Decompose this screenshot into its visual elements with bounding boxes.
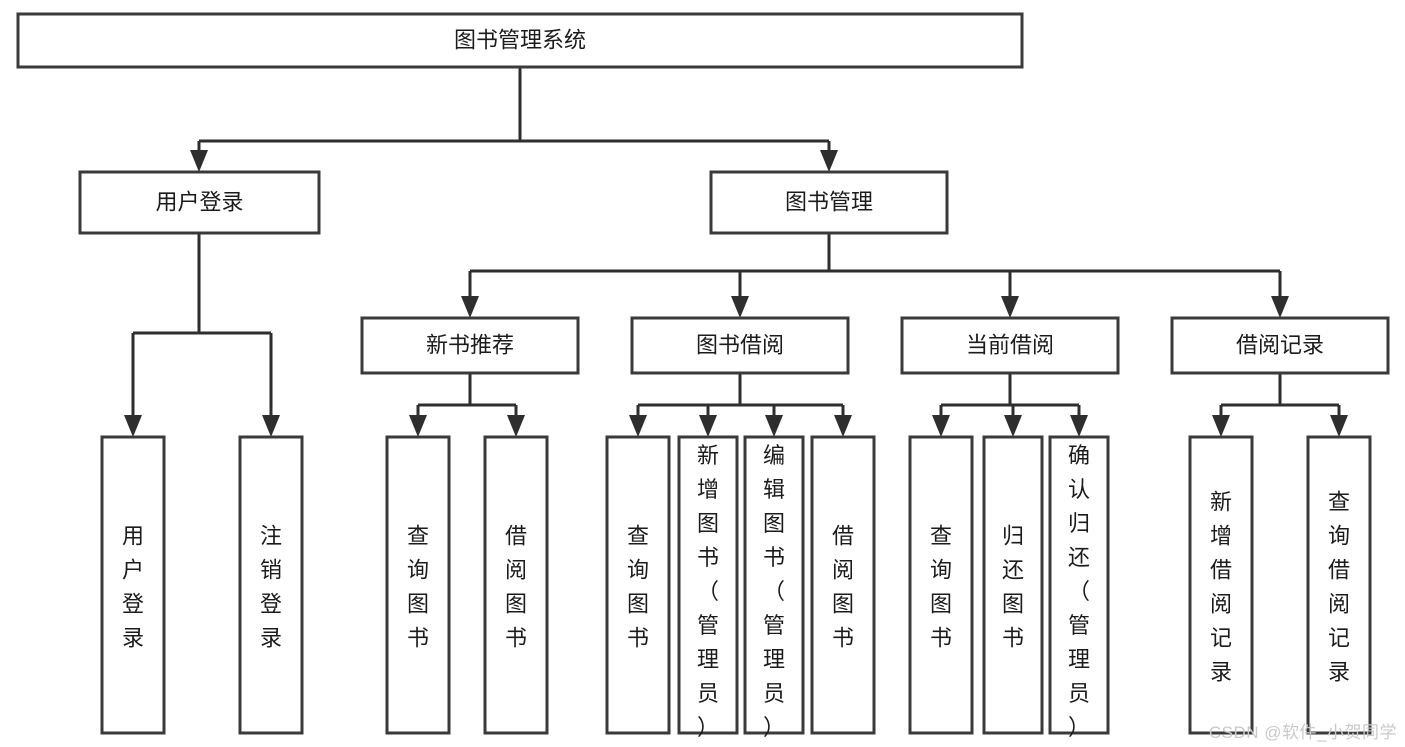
leaf-node-1-label: 注销登录	[260, 524, 282, 651]
level3-node-3-box[interactable]	[1170, 316, 1390, 375]
edge-newbook-to-leaves	[409, 373, 525, 437]
leaf-node-10-label: 确认归还（管理员）	[1068, 443, 1090, 740]
edge-borrow-to-leaves	[629, 373, 852, 437]
edge-current-to-leaves	[932, 373, 1088, 437]
leaf-node-12-box[interactable]	[1306, 435, 1372, 735]
level3-node-0-label: 新书推荐	[426, 332, 514, 357]
leaf-node-3-box[interactable]	[483, 435, 549, 735]
leaf-node-0-box[interactable]	[100, 435, 166, 735]
leaf-node-11[interactable]: 新增借阅记录	[1188, 435, 1254, 735]
leaf-node-3[interactable]: 借阅图书	[483, 435, 549, 735]
leaf-node-6-label: 编辑图书（管理员）	[763, 443, 785, 740]
leaf-node-11-label: 新增借阅记录	[1210, 490, 1232, 685]
leaf-node-7-label: 借阅图书	[832, 524, 854, 651]
leaf-node-4-box[interactable]	[605, 435, 671, 735]
edge-root-to-level2	[190, 67, 838, 172]
leaf-node-5[interactable]: 新增图书（管理员）	[677, 435, 739, 740]
leaf-node-7[interactable]: 借阅图书	[810, 435, 876, 735]
leaf-node-2[interactable]: 查询图书	[385, 435, 451, 735]
leaf-node-6-box[interactable]	[743, 435, 805, 735]
root-node-label: 图书管理系统	[454, 27, 586, 52]
connector-layer	[124, 67, 1348, 437]
leaf-node-1-box[interactable]	[238, 435, 304, 735]
leaf-node-8[interactable]: 查询图书	[908, 435, 974, 735]
leaf-node-0[interactable]: 用户登录	[100, 435, 166, 735]
leaf-node-2-box[interactable]	[385, 435, 451, 735]
level2-node-1[interactable]: 图书管理	[709, 170, 949, 235]
level3-node-2-box[interactable]	[900, 316, 1120, 375]
level2-node-0-box[interactable]	[78, 170, 321, 235]
leaf-node-4[interactable]: 查询图书	[605, 435, 671, 735]
level3-node-0[interactable]: 新书推荐	[360, 316, 580, 375]
leaf-node-2-label: 查询图书	[407, 524, 429, 651]
leaf-node-1[interactable]: 注销登录	[238, 435, 304, 735]
leaf-node-8-box[interactable]	[908, 435, 974, 735]
edge-record-to-leaves	[1212, 373, 1348, 437]
level3-node-2-label: 当前借阅	[966, 332, 1054, 357]
leaf-node-3-label: 借阅图书	[505, 524, 527, 651]
leaf-node-9-label: 归还图书	[1002, 524, 1024, 651]
root-node[interactable]: 图书管理系统	[16, 12, 1024, 69]
level2-node-1-box[interactable]	[709, 170, 949, 235]
leaf-node-6[interactable]: 编辑图书（管理员）	[743, 435, 805, 740]
edge-bookmgmt-to-level3	[461, 233, 1289, 318]
level3-node-0-box[interactable]	[360, 316, 580, 375]
leaf-node-4-label: 查询图书	[627, 524, 649, 651]
leaf-node-12[interactable]: 查询借阅记录	[1306, 435, 1372, 735]
level3-node-1-box[interactable]	[630, 316, 850, 375]
leaf-node-8-label: 查询图书	[930, 524, 952, 651]
level3-node-1-label: 图书借阅	[696, 332, 784, 357]
leaf-node-10-box[interactable]	[1048, 435, 1110, 735]
leaf-node-12-label: 查询借阅记录	[1328, 490, 1350, 685]
level2-node-0-label: 用户登录	[155, 189, 243, 214]
leaf-node-0-label: 用户登录	[122, 524, 144, 651]
level3-node-1[interactable]: 图书借阅	[630, 316, 850, 375]
leaf-node-11-box[interactable]	[1188, 435, 1254, 735]
edge-userlogin-to-leaves	[124, 233, 280, 437]
leaf-node-7-box[interactable]	[810, 435, 876, 735]
leaf-node-9[interactable]: 归还图书	[982, 435, 1044, 735]
level3-node-3-label: 借阅记录	[1236, 332, 1324, 357]
level2-node-1-label: 图书管理	[785, 189, 873, 214]
leaf-node-10[interactable]: 确认归还（管理员）	[1048, 435, 1110, 740]
node-layer: 图书管理系统用户登录图书管理新书推荐图书借阅当前借阅借阅记录用户登录注销登录查询…	[16, 12, 1390, 740]
level3-node-3[interactable]: 借阅记录	[1170, 316, 1390, 375]
leaf-node-5-box[interactable]	[677, 435, 739, 735]
level3-node-2[interactable]: 当前借阅	[900, 316, 1120, 375]
root-node-box[interactable]	[16, 12, 1024, 69]
level2-node-0[interactable]: 用户登录	[78, 170, 321, 235]
leaf-node-9-box[interactable]	[982, 435, 1044, 735]
leaf-node-5-label: 新增图书（管理员）	[697, 443, 719, 740]
